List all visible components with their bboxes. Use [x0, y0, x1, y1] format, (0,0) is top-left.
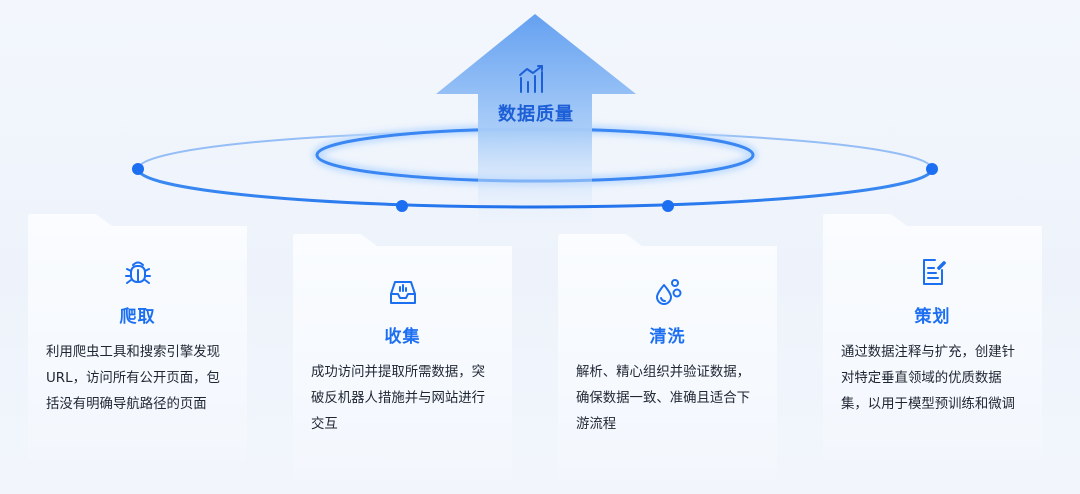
- card-description: 成功访问并提取所需数据，突破反机器人措施并与网站进行交互: [311, 360, 498, 438]
- inbox-chart-icon: [387, 276, 419, 308]
- bug-icon: [122, 256, 154, 288]
- orbit-node: [396, 200, 408, 212]
- card-title: 爬取: [28, 302, 247, 327]
- droplets-icon: [652, 276, 684, 308]
- card-crawl: 爬取 利用爬虫工具和搜索引擎发现 URL，访问所有公开页面，包括没有明确导航路径…: [28, 214, 247, 460]
- card-description: 利用爬虫工具和搜索引擎发现 URL，访问所有公开页面，包括没有明确导航路径的页面: [46, 340, 233, 418]
- card-clean: 清洗 解析、精心组织并验证数据，确保数据一致、准确且适合下游流程: [558, 234, 777, 480]
- card-title: 清洗: [558, 322, 777, 347]
- orbit-node: [662, 200, 674, 212]
- card-description: 解析、精心组织并验证数据，确保数据一致、准确且适合下游流程: [576, 360, 763, 438]
- data-quality-label: 数据质量: [476, 100, 596, 126]
- edit-note-icon: [917, 256, 949, 288]
- card-description: 通过数据注释与扩充，创建针对特定垂直领域的优质数据集，以用于模型预训练和微调: [841, 340, 1028, 418]
- card-title: 策划: [823, 302, 1042, 327]
- orbit-node: [132, 163, 144, 175]
- card-curate: 策划 通过数据注释与扩充，创建针对特定垂直领域的优质数据集，以用于模型预训练和微…: [823, 214, 1042, 460]
- orbit-node: [926, 163, 938, 175]
- card-collect: 收集 成功访问并提取所需数据，突破反机器人措施并与网站进行交互: [293, 234, 512, 480]
- card-title: 收集: [293, 322, 512, 347]
